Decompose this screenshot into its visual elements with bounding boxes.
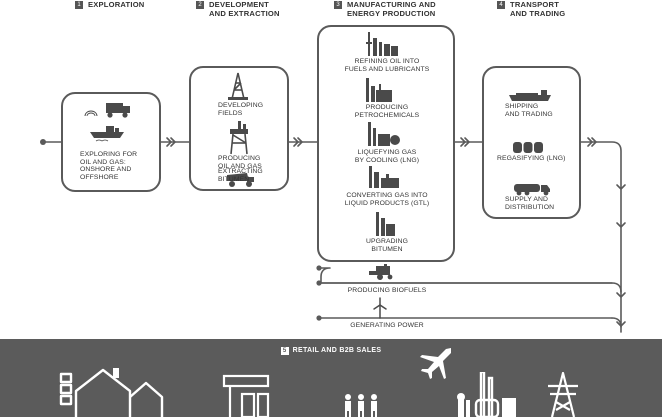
- chemical-plant-icon: [366, 78, 392, 102]
- harvester-icon: [369, 264, 393, 280]
- regas-tanks-icon: [513, 142, 543, 153]
- stage-header-development: 2 DEVELOPMENT AND EXTRACTION: [196, 0, 280, 18]
- dev-label-producing: PRODUCING OIL AND GAS: [218, 155, 262, 170]
- stage-title: EXPLORATION: [88, 0, 145, 9]
- lng-plant-icon: [368, 122, 400, 146]
- stage-number: 1: [75, 1, 83, 9]
- stage-number: 3: [334, 1, 342, 9]
- factory-icon: [457, 372, 516, 417]
- fuel-station-icon: [222, 374, 270, 417]
- mfg-label-refining: REFINING OIL INTO FUELS AND LUBRICANTS: [344, 58, 430, 73]
- survey-ship-icon: [90, 126, 124, 142]
- stage-header-manufacturing: 3 MANUFACTURING AND ENERGY PRODUCTION: [334, 0, 436, 18]
- power-label: GENERATING POWER: [350, 322, 424, 329]
- transport-label-supply: SUPPLY AND DISTRIBUTION: [505, 196, 555, 211]
- mining-truck-icon: [227, 173, 254, 187]
- stage-number: 5: [280, 347, 289, 355]
- seismic-truck-icon: [84, 103, 130, 118]
- retail-title-text: RETAIL AND B2B SALES: [292, 347, 382, 354]
- people-icon: [345, 394, 377, 417]
- mfg-label-gtl: CONVERTING GAS INTO LIQUID PRODUCTS (GTL…: [344, 192, 430, 207]
- mfg-label-petrochemicals: PRODUCING PETROCHEMICALS: [354, 104, 420, 119]
- power-pylon-icon: [548, 372, 578, 417]
- dev-label-fields: DEVELOPING FIELDS: [218, 102, 264, 117]
- tanker-ship-icon: [509, 90, 551, 101]
- transport-label-shipping: SHIPPING AND TRADING: [505, 103, 553, 118]
- stage-title: TRANSPORT AND TRADING: [510, 0, 566, 18]
- fuel-truck-icon: [514, 184, 550, 196]
- stage-number: 2: [196, 1, 204, 9]
- mfg-label-lng: LIQUEFYING GAS BY COOLING (LNG): [354, 149, 420, 164]
- stage-title: MANUFACTURING AND ENERGY PRODUCTION: [347, 0, 436, 18]
- stage-title: DEVELOPMENT AND EXTRACTION: [209, 0, 280, 18]
- exploration-label: EXPLORING FOR OIL AND GAS: ONSHORE AND O…: [80, 151, 138, 181]
- stage-header-exploration: 1 EXPLORATION: [75, 0, 144, 9]
- offshore-platform-icon: [230, 121, 248, 155]
- biofuels-label: PRODUCING BIOFUELS: [347, 287, 427, 294]
- stage-number: 4: [497, 1, 505, 9]
- wind-turbine-icon: [373, 297, 387, 319]
- drilling-rig-icon: [228, 72, 248, 100]
- airplane-icon: [420, 348, 451, 379]
- retail-band: [0, 339, 662, 417]
- home-icon: [59, 368, 164, 417]
- mfg-label-upgrading: UPGRADING BITUMEN: [365, 238, 409, 253]
- dev-label-bitumen: EXTRACTING BITUMEN: [218, 168, 263, 183]
- refinery-icon: [366, 32, 398, 56]
- transport-label-regas: REGASIFYING (LNG): [497, 155, 566, 162]
- upgrader-icon: [376, 212, 395, 236]
- gtl-plant-icon: [369, 166, 399, 188]
- transport-box: [482, 66, 581, 219]
- stage-header-transport: 4 TRANSPORT AND TRADING: [497, 0, 565, 18]
